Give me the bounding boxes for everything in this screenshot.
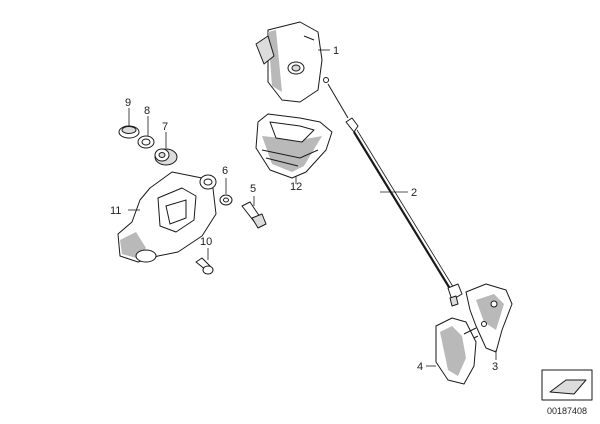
arrow-icon — [549, 379, 587, 395]
part-10-screw — [195, 257, 214, 275]
part-5-bolt — [241, 201, 267, 229]
part-1-housing — [255, 21, 329, 103]
part-8-washer — [137, 135, 155, 149]
callout-labels: 1 2 3 4 5 6 7 8 9 10 11 12 — [110, 45, 498, 373]
callout-12: 12 — [290, 181, 302, 193]
callout-1: 1 — [333, 45, 339, 57]
leader-lines — [128, 49, 497, 367]
callout-5: 5 — [250, 183, 256, 195]
part-3-housing — [465, 283, 513, 353]
callout-3: 3 — [492, 361, 498, 373]
part-12-boot — [255, 113, 333, 179]
part-4-housing — [435, 317, 477, 385]
callout-7: 7 — [162, 121, 168, 133]
part-7-bushing — [154, 148, 178, 166]
part-11-bracket — [117, 171, 217, 263]
callout-4: 4 — [417, 361, 423, 373]
callout-2: 2 — [411, 187, 417, 199]
reference-box: 00187408 — [541, 369, 593, 416]
part-6-washer — [219, 194, 233, 206]
callout-8: 8 — [144, 105, 150, 117]
part-2-cable — [327, 83, 463, 307]
callout-10: 10 — [200, 236, 212, 248]
callout-11: 11 — [110, 205, 121, 217]
callout-9: 9 — [125, 97, 131, 109]
callout-6: 6 — [222, 165, 228, 177]
diagram-id: 00187408 — [547, 406, 587, 416]
part-9-cap — [118, 125, 140, 139]
